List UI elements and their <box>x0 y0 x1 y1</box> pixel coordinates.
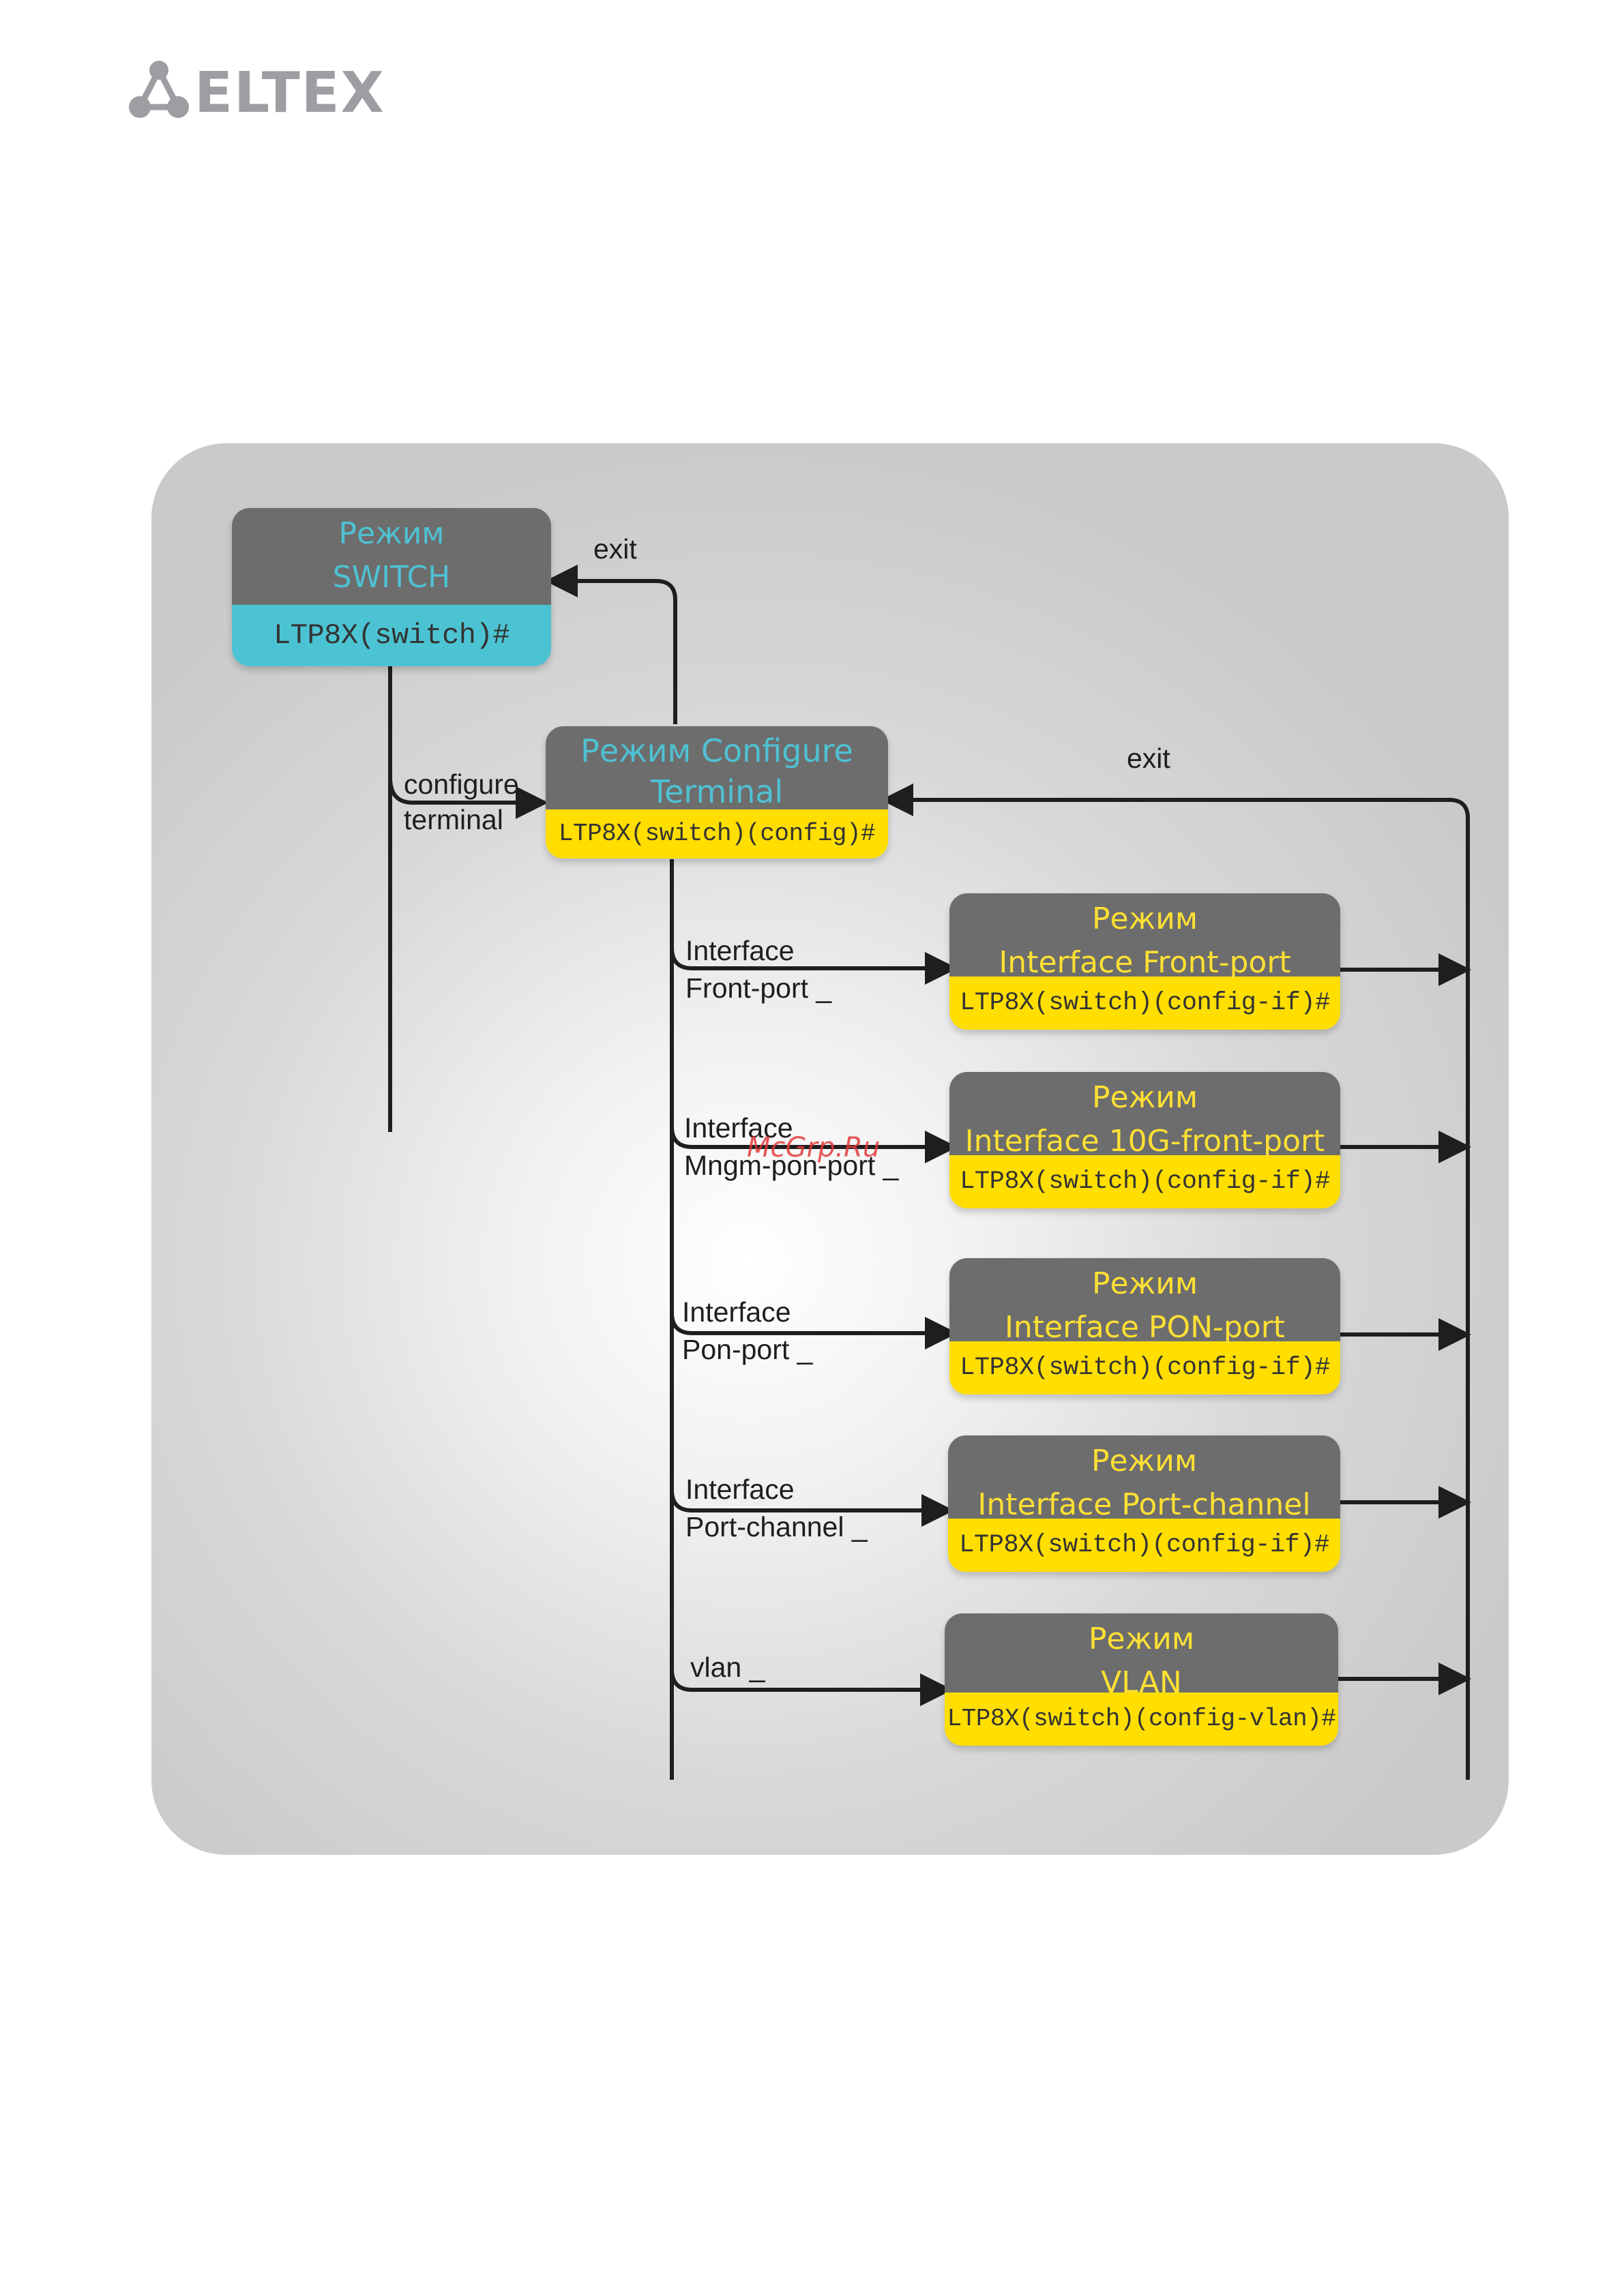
mngm-label-2: Mngm-pon-port _ <box>684 1150 899 1181</box>
front-port-node: Режим Interface Front-port LTP8X(switch)… <box>949 893 1340 1030</box>
vlan-node: Режим VLAN LTP8X(switch)(config-vlan)# <box>945 1613 1338 1746</box>
port-channel-branch <box>670 1489 954 1527</box>
front-port-label-2: Front-port _ <box>685 972 832 1004</box>
switch-mode-title: Режим SWITCH <box>232 508 551 605</box>
port-channel-label-1: Interface <box>685 1474 795 1505</box>
vlan-title: Режим VLAN <box>945 1613 1338 1700</box>
port-channel-node: Режим Interface Port-channel LTP8X(switc… <box>948 1435 1340 1572</box>
10g-front-port-prompt: LTP8X(switch)(config-if)# <box>949 1155 1340 1208</box>
pon-port-prompt: LTP8X(switch)(config-if)# <box>949 1341 1340 1395</box>
front-port-prompt: LTP8X(switch)(config-if)# <box>949 976 1340 1030</box>
eltex-logo-text: ELTEX <box>194 61 385 125</box>
pon-label-2: Pon-port _ <box>682 1334 813 1365</box>
front-port-branch <box>670 947 958 985</box>
exit-to-config-arrow <box>881 784 1470 1780</box>
watermark: McGrp.Ru <box>747 1132 881 1163</box>
configure-terminal-node: Режим Configure Terminal LTP8X(switch)(c… <box>546 726 888 859</box>
10g-front-port-title: Режим Interface 10G-front-port <box>949 1072 1340 1159</box>
vlan-branch <box>670 1669 953 1706</box>
port-channel-label-2: Port-channel _ <box>685 1511 868 1542</box>
configure-label: configure <box>404 769 519 800</box>
vlan-label: vlan _ <box>690 1652 765 1683</box>
port-channel-title: Режим Interface Port-channel <box>948 1435 1340 1522</box>
front-port-label-1: Interface <box>685 935 795 966</box>
front-port-title: Режим Interface Front-port <box>949 893 1340 980</box>
eltex-logo-icon <box>129 61 189 118</box>
pon-label-1: Interface <box>682 1296 791 1328</box>
exit-to-switch-arrow <box>545 565 677 724</box>
configure-terminal-title: Режим Configure Terminal <box>546 726 888 810</box>
configure-terminal-prompt: LTP8X(switch)(config)# <box>546 809 888 859</box>
port-channel-prompt: LTP8X(switch)(config-if)# <box>948 1519 1340 1572</box>
10g-front-port-branch <box>670 1126 958 1163</box>
switch-mode-node: Режим SWITCH LTP8X(switch)# <box>232 508 551 666</box>
exit-label-right: exit <box>1127 743 1170 774</box>
pon-port-title: Режим Interface PON-port <box>949 1258 1340 1345</box>
pon-port-branch <box>670 1312 958 1350</box>
10g-front-port-node: Режим Interface 10G-front-port LTP8X(swi… <box>949 1072 1340 1208</box>
exit-label-top: exit <box>593 533 637 565</box>
mngm-label-1: Interface <box>684 1112 793 1144</box>
pon-port-node: Режим Interface PON-port LTP8X(switch)(c… <box>949 1258 1340 1395</box>
switch-mode-prompt: LTP8X(switch)# <box>232 605 551 666</box>
terminal-label: terminal <box>404 804 503 835</box>
vlan-prompt: LTP8X(switch)(config-vlan)# <box>945 1693 1338 1746</box>
eltex-logo: ELTEX <box>126 58 385 126</box>
configure-terminal-arrow <box>388 777 548 819</box>
